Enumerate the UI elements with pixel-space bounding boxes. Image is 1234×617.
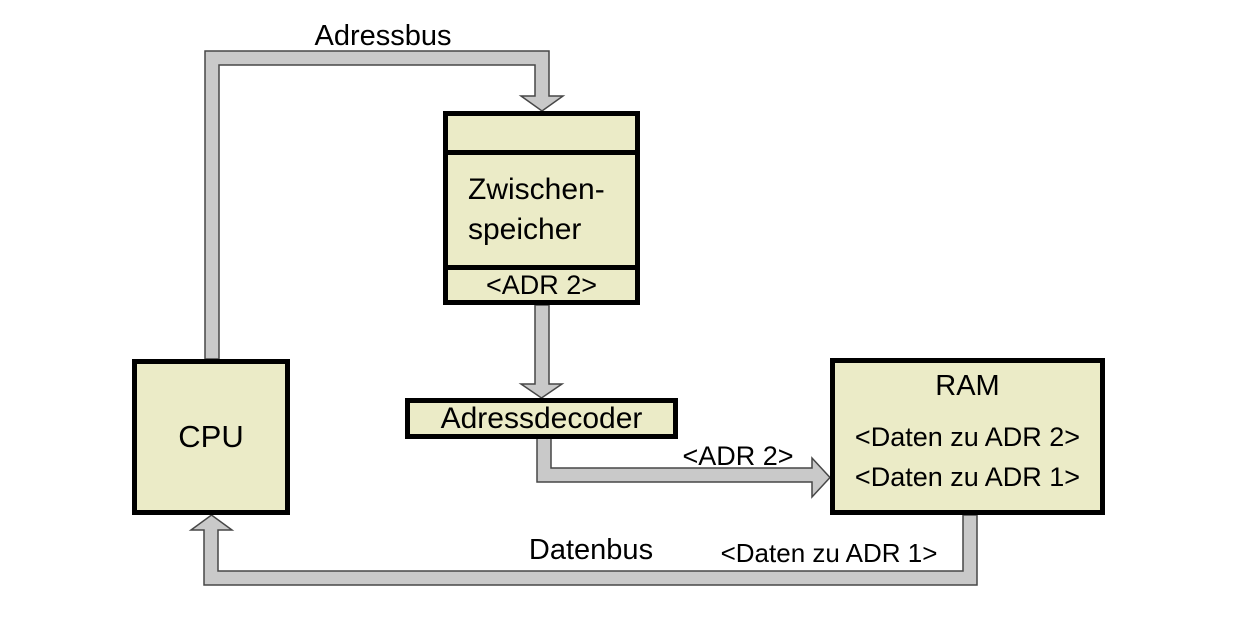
adressbus-label: Adressbus: [314, 20, 452, 52]
decoder-to-ram-pipe: [536, 437, 832, 499]
ram-node: RAM <Daten zu ADR 2> <Daten zu ADR 1>: [830, 358, 1105, 515]
zwischenspeicher-name-line2: speicher: [468, 213, 582, 246]
zwischenspeicher-name-line1: Zwischen-: [468, 173, 605, 206]
datenbus-pipe: [188, 514, 978, 586]
adr2-bus-label: <ADR 2>: [682, 441, 794, 471]
zwischenspeicher-address-slot: <ADR 2>: [448, 270, 635, 300]
cache-to-decoder-pipe: [518, 304, 565, 399]
adressbus-pipe: [204, 50, 566, 360]
zwischenspeicher-address-value: <ADR 2>: [485, 269, 598, 300]
adressdecoder-node: Adressdecoder: [405, 398, 678, 439]
ram-cell-adr2: <Daten zu ADR 2>: [854, 422, 1081, 452]
ram-label: RAM: [935, 370, 1000, 402]
zwischenspeicher-node: Zwischen- speicher <ADR 2>: [443, 111, 640, 305]
daten-zu-adr1-bus-label: <Daten zu ADR 1>: [720, 538, 938, 568]
ram-cells: <Daten zu ADR 2> <Daten zu ADR 1>: [835, 417, 1100, 497]
cpu-label: CPU: [178, 419, 244, 454]
zwischenspeicher-name: Zwischen- speicher: [448, 155, 635, 270]
datenbus-label: Datenbus: [528, 534, 654, 566]
adressdecoder-label: Adressdecoder: [440, 401, 643, 435]
cpu-node: CPU: [132, 359, 290, 515]
ram-cell-adr1: <Daten zu ADR 1>: [854, 462, 1081, 492]
zwischenspeicher-empty-slot: [448, 116, 635, 155]
